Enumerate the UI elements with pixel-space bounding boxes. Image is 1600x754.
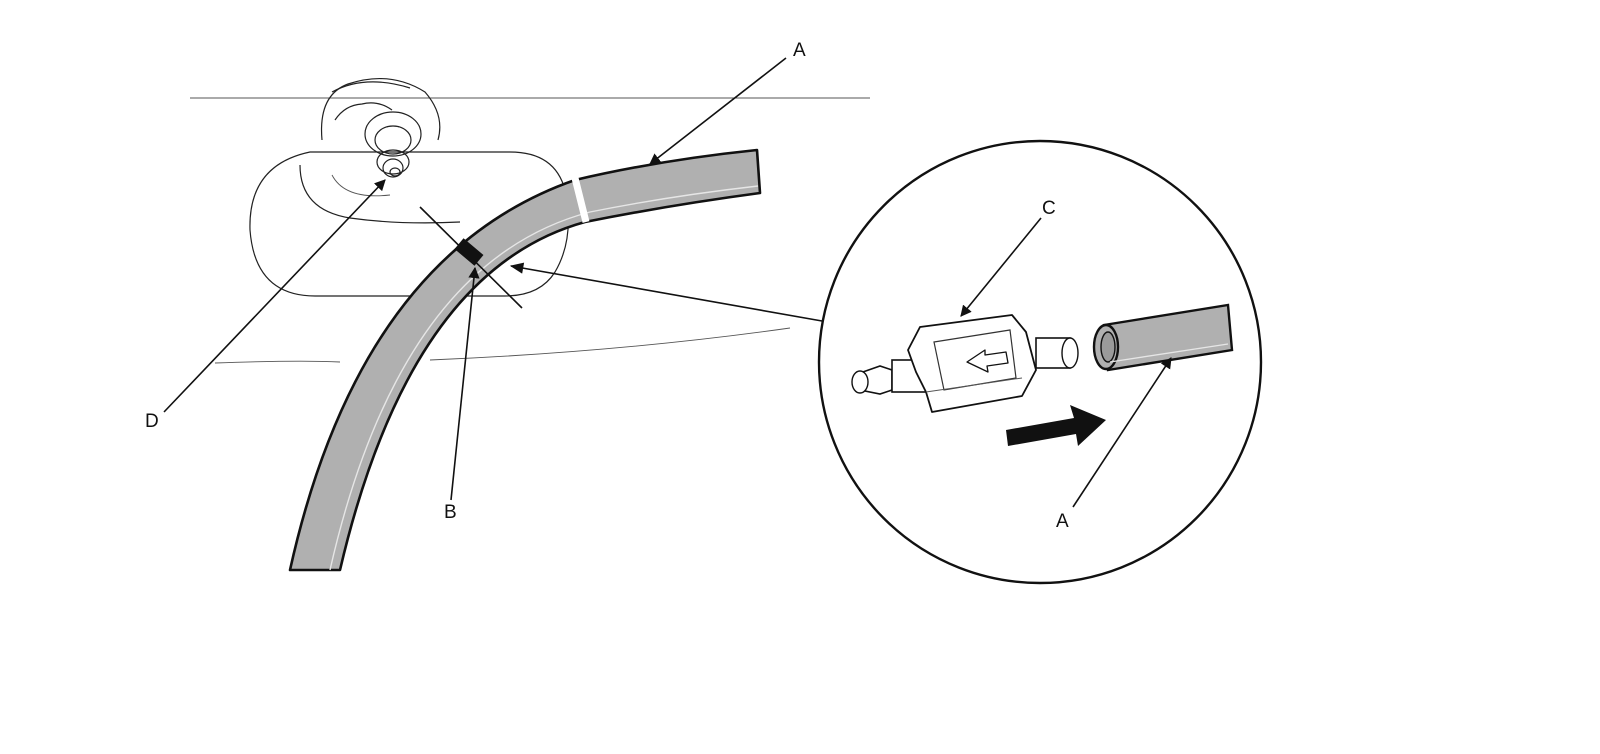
paint-mark (419, 206, 523, 309)
callout-a-hose: A (793, 40, 806, 61)
hose-end-detail (1092, 303, 1234, 372)
washer-nozzle (299, 77, 461, 224)
leader-lines (163, 57, 1172, 508)
hood-panel-outline (190, 97, 870, 364)
check-valve (851, 314, 1079, 413)
callout-b-mark: B (444, 502, 457, 523)
install-direction-arrow (1006, 405, 1106, 446)
detail-view-circle (817, 139, 1263, 585)
detail-pointer-arrow (509, 262, 823, 322)
washer-hose (288, 148, 762, 572)
callout-d-nozzle: D (145, 411, 159, 432)
callout-c-check-valve: C (1042, 198, 1056, 219)
callout-a-hose-detail: A (1056, 511, 1069, 532)
